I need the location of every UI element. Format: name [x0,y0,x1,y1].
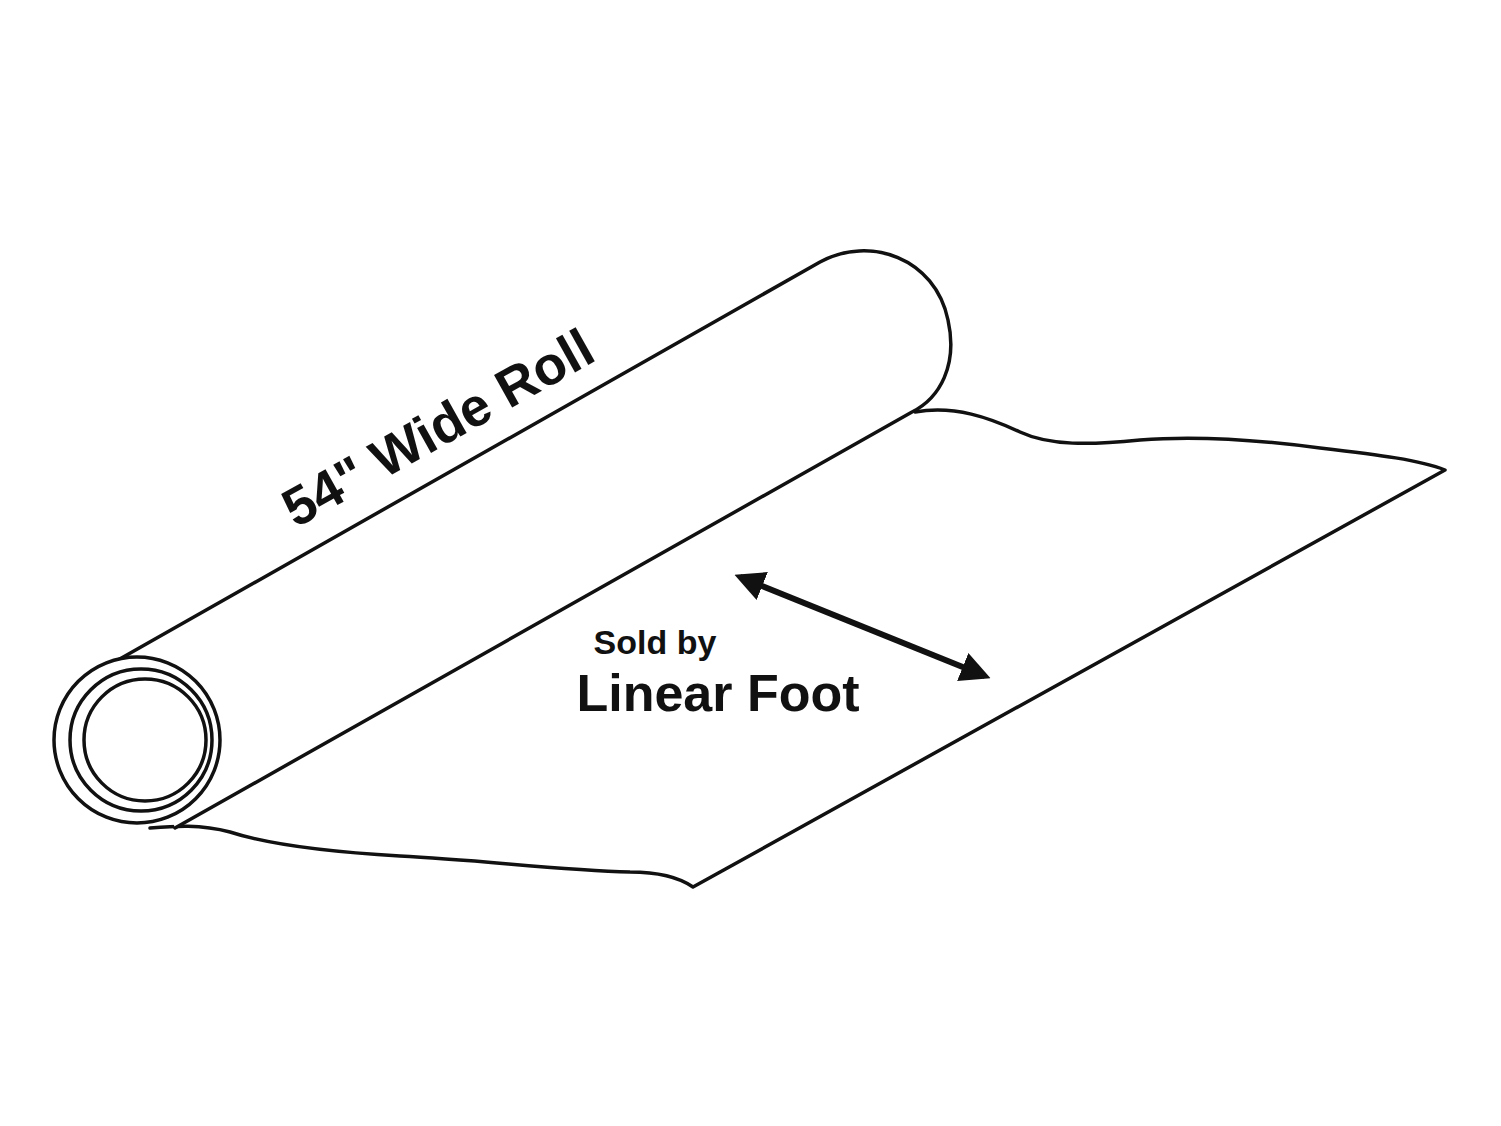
unit-label: Linear Foot [576,665,859,722]
roll-end-outer [54,657,220,823]
roll-core [84,679,206,801]
roll-end-ring [70,669,212,811]
sold-by-label: Sold by [594,624,717,661]
length-arrow [740,577,985,676]
roll-body [118,251,951,828]
